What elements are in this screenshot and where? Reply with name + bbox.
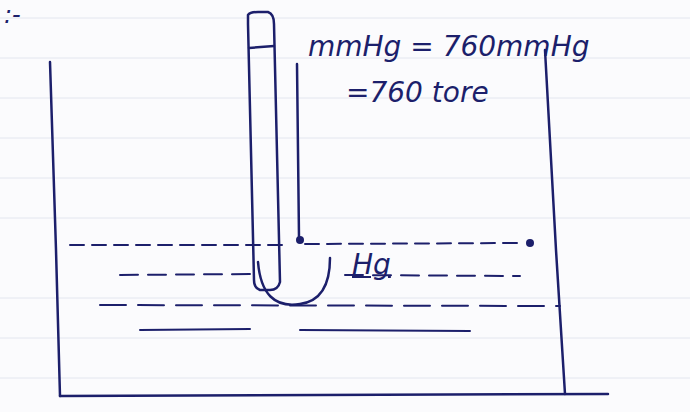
trough-right-wall bbox=[545, 50, 565, 394]
mercury-dish bbox=[258, 258, 330, 305]
marker-dot bbox=[296, 236, 304, 244]
pressure-note: mmHg = 760mmHg bbox=[308, 32, 589, 63]
height-marker bbox=[297, 64, 299, 238]
pressure-note: =760 tore bbox=[346, 78, 489, 109]
substance-label: Hg bbox=[352, 250, 391, 281]
mercury-line bbox=[120, 274, 520, 276]
marker-dot bbox=[526, 239, 534, 247]
heading-mark: :- bbox=[4, 2, 21, 28]
trough-left-wall bbox=[50, 62, 60, 396]
paper-ruling bbox=[0, 18, 690, 378]
trough-bottom bbox=[60, 394, 608, 396]
mercury-line bbox=[140, 329, 470, 331]
mercury-column-top bbox=[249, 46, 274, 48]
glass-tube bbox=[248, 12, 280, 290]
mercury-line bbox=[100, 305, 560, 306]
mercury-surface bbox=[70, 243, 520, 245]
